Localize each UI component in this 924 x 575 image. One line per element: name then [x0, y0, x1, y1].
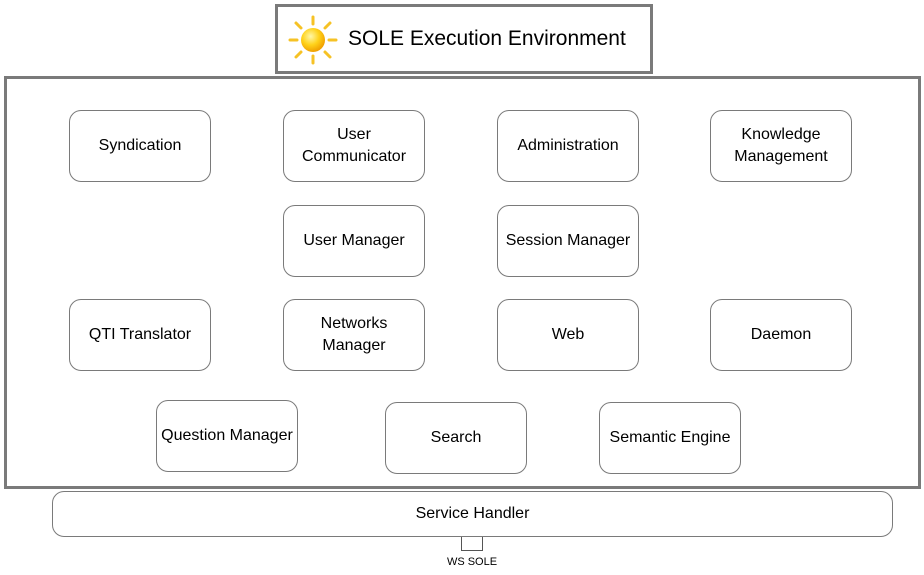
ws-sole-port [461, 537, 483, 551]
sun-icon [288, 15, 338, 65]
module-web: Web [497, 299, 639, 371]
module-search: Search [385, 402, 527, 474]
module-semantic-engine: Semantic Engine [599, 402, 741, 474]
module-session-manager: Session Manager [497, 205, 639, 277]
module-daemon: Daemon [710, 299, 852, 371]
environment-title-box: SOLE Execution Environment [275, 4, 653, 74]
service-handler: Service Handler [52, 491, 893, 537]
module-user-communicator: User Communicator [283, 110, 425, 182]
environment-title: SOLE Execution Environment [348, 27, 626, 50]
module-knowledge-management: Knowledge Management [710, 110, 852, 182]
module-user-manager: User Manager [283, 205, 425, 277]
module-administration: Administration [497, 110, 639, 182]
module-question-manager: Question Manager [156, 400, 298, 472]
module-qti-translator: QTI Translator [69, 299, 211, 371]
ws-sole-label: WS SOLE [446, 556, 498, 568]
module-networks-manager: Networks Manager [283, 299, 425, 371]
module-syndication: Syndication [69, 110, 211, 182]
